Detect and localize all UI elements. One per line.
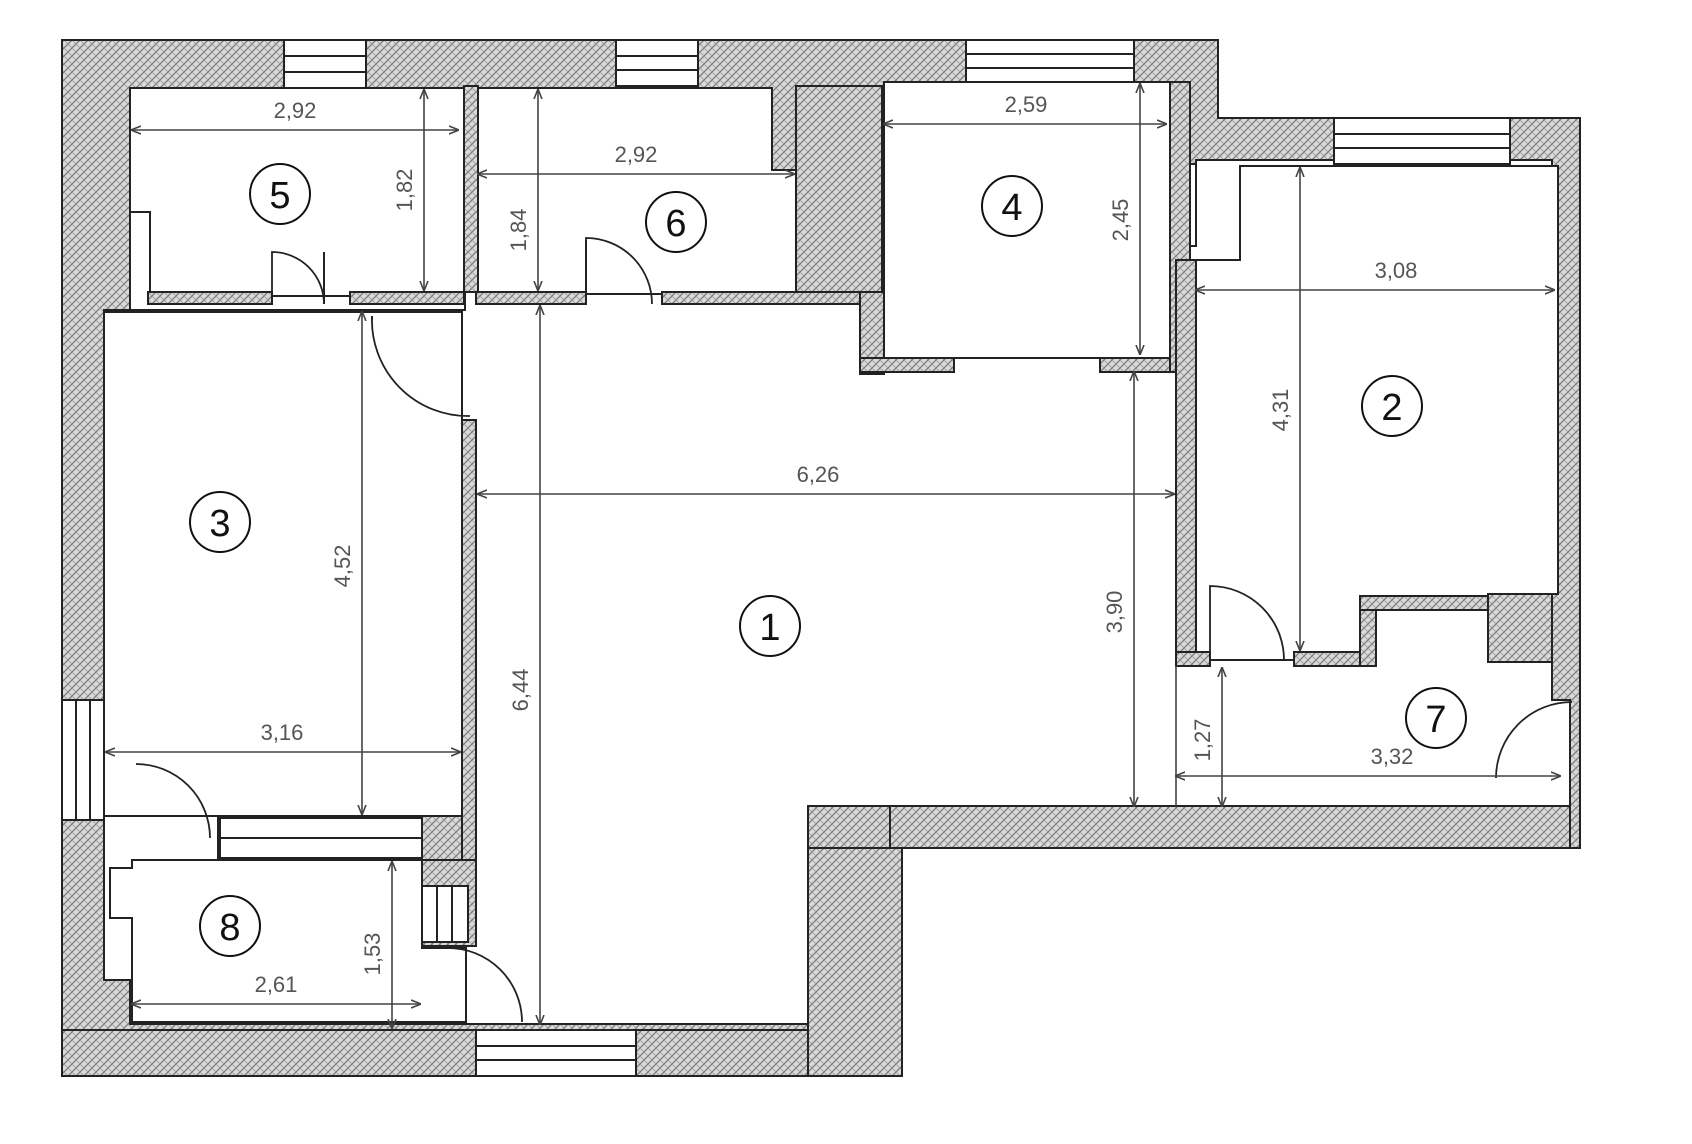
- window-room-4: [965, 39, 1135, 83]
- room-marker-3: 3: [189, 491, 251, 553]
- room-marker-7: 7: [1405, 687, 1467, 749]
- partition-1-bottom: [807, 805, 1571, 849]
- dim-room2-width: 3,08: [1375, 258, 1418, 283]
- partition-4-stub-right: [1099, 357, 1171, 373]
- dim-room1-height: 6,44: [508, 669, 533, 712]
- window-room-3: [61, 699, 105, 821]
- partition-5-6: [463, 85, 479, 293]
- partition-2-bottom-right: [1293, 651, 1363, 667]
- partition-2-step-top: [1359, 595, 1489, 611]
- dim-room6-height: 1,84: [506, 209, 531, 252]
- dim-room3-width: 3,16: [261, 720, 304, 745]
- door-room-7: [1495, 701, 1573, 779]
- dim-room5-width: 2,92: [274, 98, 317, 123]
- room-marker-2: 2: [1361, 375, 1423, 437]
- svg-text:5: 5: [269, 175, 290, 217]
- room-marker-5: 5: [249, 163, 311, 225]
- partition-4-stub-left: [859, 357, 955, 373]
- partition-5-bottom-right: [349, 291, 465, 305]
- room-marker-8: 8: [199, 895, 261, 957]
- partition-6-right: [795, 85, 883, 293]
- dim-room2-height: 4,31: [1268, 389, 1293, 432]
- door-room-3: [371, 315, 471, 417]
- door-room-8-top: [135, 763, 211, 839]
- door-room-2: [1209, 585, 1285, 661]
- dim-room1-width: 6,26: [797, 462, 840, 487]
- dim-room3-height: 4,52: [330, 545, 355, 588]
- dim-room7-height: 1,27: [1190, 719, 1215, 762]
- room-8-area: [109, 859, 467, 1023]
- wall-bottom-right: [807, 847, 903, 1077]
- dim-room1-right-height: 3,90: [1102, 591, 1127, 634]
- partition-3-1: [461, 419, 477, 921]
- svg-text:7: 7: [1425, 699, 1446, 741]
- dim-room6-width: 2,92: [615, 142, 658, 167]
- built-in-shelf: [421, 885, 469, 943]
- door-room-8-bottom: [447, 947, 523, 1023]
- dim-room8-height: 1,53: [360, 933, 385, 976]
- svg-text:4: 4: [1001, 187, 1022, 229]
- dim-room4-height: 2,45: [1108, 199, 1133, 242]
- dim-room5-height: 1,82: [392, 169, 417, 212]
- svg-text:8: 8: [219, 907, 240, 949]
- room-marker-6: 6: [645, 191, 707, 253]
- wall-bottom-left: [61, 1029, 477, 1077]
- partition-6-bottom-right: [661, 291, 863, 305]
- partition-6-bottom-left: [475, 291, 587, 305]
- partition-2-bottom-left: [1175, 651, 1211, 667]
- dim-room4-width: 2,59: [1005, 92, 1048, 117]
- room-marker-1: 1: [739, 595, 801, 657]
- svg-text:6: 6: [665, 203, 686, 245]
- door-room-5: [271, 251, 325, 305]
- window-room-1: [475, 1029, 637, 1077]
- window-room-5: [283, 39, 367, 89]
- dim-room7-width: 3,32: [1371, 744, 1414, 769]
- dim-room8-width: 2,61: [255, 972, 298, 997]
- svg-text:1: 1: [759, 607, 780, 649]
- door-room-6: [585, 237, 653, 305]
- partition-2-right-corner: [1487, 593, 1553, 663]
- window-room-6: [615, 39, 699, 87]
- svg-text:2: 2: [1381, 387, 1402, 429]
- window-room-2: [1333, 117, 1511, 165]
- svg-text:3: 3: [209, 503, 230, 545]
- partition-2-left: [1175, 259, 1197, 661]
- room-marker-4: 4: [981, 175, 1043, 237]
- partition-5-bottom-left: [147, 291, 273, 305]
